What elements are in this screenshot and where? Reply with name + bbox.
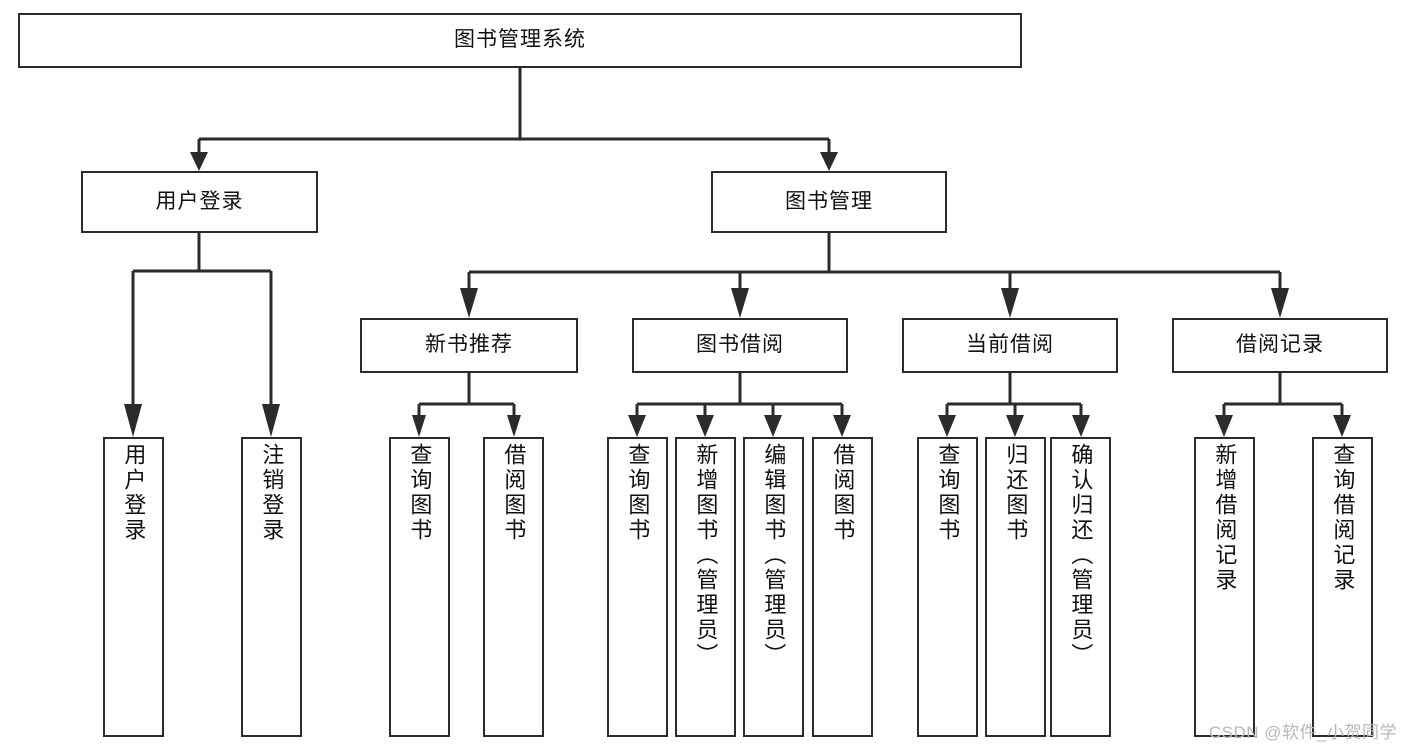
- node-leaf-cur-query-label: 查询图书: [935, 443, 961, 543]
- arrow-leaf-rec-search: [1333, 415, 1351, 437]
- node-leaf-borrow-add-label: 新增图书（管理员）: [693, 443, 719, 668]
- arrow-leaf-rec-query: [412, 415, 426, 437]
- arrow-current-borrow: [1001, 288, 1019, 318]
- node-leaf-logout[interactable]: 注销登录: [241, 437, 302, 737]
- node-leaf-rec-borrow-label: 借阅图书: [501, 443, 527, 543]
- watermark: CSDN @软件_小贺同学: [1208, 723, 1397, 742]
- node-book-manage-label: 图书管理: [785, 189, 873, 213]
- arrow-user-login: [190, 152, 208, 171]
- node-root[interactable]: 图书管理系统: [18, 13, 1022, 68]
- arrow-new-book-rec: [460, 288, 478, 318]
- arrow-leaf-user-login: [124, 404, 142, 437]
- node-leaf-rec-query[interactable]: 查询图书: [389, 437, 450, 737]
- arrow-leaf-cur-return: [1006, 415, 1024, 437]
- node-leaf-borrow-edit[interactable]: 编辑图书（管理员）: [743, 437, 804, 737]
- node-new-book-rec-label: 新书推荐: [425, 333, 513, 357]
- node-leaf-user-login[interactable]: 用户登录: [103, 437, 164, 737]
- node-book-borrow[interactable]: 图书借阅: [632, 318, 848, 373]
- arrow-leaf-cur-confirm: [1072, 415, 1090, 437]
- node-leaf-cur-return[interactable]: 归还图书: [985, 437, 1046, 737]
- node-borrow-record[interactable]: 借阅记录: [1172, 318, 1388, 373]
- arrow-leaf-borrow-add: [696, 415, 714, 437]
- arrow-book-manage: [820, 152, 838, 171]
- node-leaf-borrow-add[interactable]: 新增图书（管理员）: [675, 437, 736, 737]
- arrow-leaf-cur-query: [938, 415, 956, 437]
- arrow-borrow-record: [1271, 288, 1289, 318]
- node-book-borrow-label: 图书借阅: [696, 333, 784, 357]
- node-root-label: 图书管理系统: [454, 28, 586, 52]
- arrow-leaf-borrow-query: [628, 415, 646, 437]
- node-leaf-user-login-label: 用户登录: [121, 443, 147, 543]
- arrow-leaf-rec-add: [1215, 415, 1233, 437]
- node-user-login-label: 用户登录: [155, 189, 244, 213]
- node-leaf-rec-add[interactable]: 新增借阅记录: [1194, 437, 1255, 737]
- arrow-leaf-borrow-edit: [764, 415, 782, 437]
- node-leaf-borrow-lend-label: 借阅图书: [830, 443, 856, 543]
- node-current-borrow[interactable]: 当前借阅: [902, 318, 1118, 373]
- arrow-leaf-borrow-lend: [833, 415, 851, 437]
- node-leaf-rec-search[interactable]: 查询借阅记录: [1312, 437, 1373, 737]
- node-new-book-rec[interactable]: 新书推荐: [360, 318, 578, 373]
- node-leaf-rec-query-label: 查询图书: [407, 443, 433, 543]
- node-leaf-borrow-query[interactable]: 查询图书: [607, 437, 668, 737]
- node-borrow-record-label: 借阅记录: [1236, 333, 1324, 357]
- node-leaf-cur-query[interactable]: 查询图书: [917, 437, 978, 737]
- node-leaf-logout-label: 注销登录: [259, 443, 285, 543]
- node-leaf-rec-borrow[interactable]: 借阅图书: [483, 437, 544, 737]
- node-current-borrow-label: 当前借阅: [966, 333, 1054, 357]
- arrow-leaf-logout: [262, 404, 280, 437]
- node-leaf-borrow-query-label: 查询图书: [625, 443, 651, 543]
- node-leaf-rec-add-label: 新增借阅记录: [1212, 443, 1238, 593]
- arrow-leaf-rec-borrow: [507, 415, 521, 437]
- node-book-manage[interactable]: 图书管理: [711, 171, 947, 233]
- node-leaf-borrow-lend[interactable]: 借阅图书: [812, 437, 873, 737]
- node-leaf-borrow-edit-label: 编辑图书（管理员）: [761, 443, 787, 668]
- arrow-book-borrow: [731, 288, 749, 318]
- node-leaf-rec-search-label: 查询借阅记录: [1330, 443, 1356, 593]
- node-leaf-cur-confirm[interactable]: 确认归还（管理员）: [1050, 437, 1111, 737]
- node-leaf-cur-confirm-label: 确认归还（管理员）: [1068, 443, 1094, 668]
- node-user-login[interactable]: 用户登录: [81, 171, 318, 233]
- node-leaf-cur-return-label: 归还图书: [1003, 443, 1029, 543]
